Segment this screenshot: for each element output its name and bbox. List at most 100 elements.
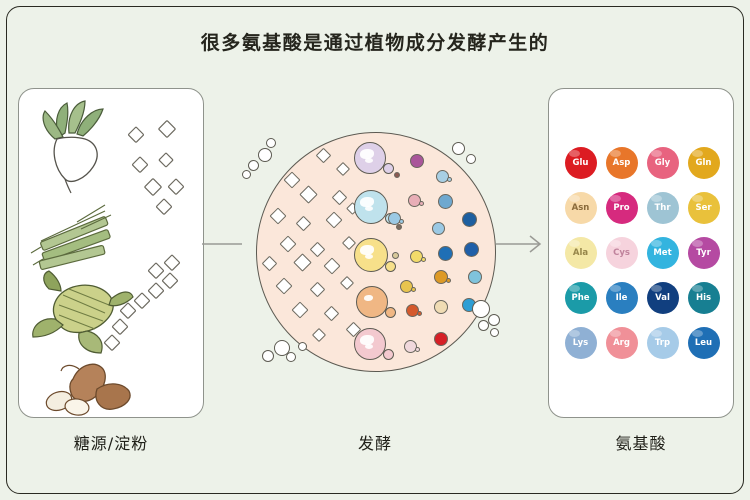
product-dot: [462, 212, 477, 227]
product-dot: [410, 250, 426, 263]
microbe-orange: [356, 286, 396, 318]
amino-acid-label: Val: [655, 292, 670, 303]
product-dot: [392, 252, 399, 259]
product-dot: [400, 280, 416, 293]
amino-acid-label: Cys: [613, 247, 630, 258]
amino-acid-leu: Leu: [687, 326, 720, 359]
microbe-bud: [385, 261, 396, 272]
amino-acid-ile: Ile: [605, 281, 638, 314]
product-dot: [408, 194, 424, 207]
amino-acid-lys: Lys: [564, 326, 597, 359]
amino-acid-phe: Phe: [564, 281, 597, 314]
microbe-yellow: [354, 238, 396, 272]
amino-acid-pro: Pro: [605, 191, 638, 224]
amino-acid-label: Phe: [571, 292, 590, 303]
amino-acid-label: Thr: [654, 202, 671, 213]
foam-bubble: [472, 300, 490, 318]
product-dot: [438, 194, 453, 209]
starch-chain-icon: [104, 254, 180, 351]
microbe-highlight: [365, 344, 373, 349]
amino-acid-label: Gln: [695, 157, 712, 168]
amino-acid-met: Met: [646, 236, 679, 269]
fermentation-illustration: [242, 128, 510, 376]
product-dot: [394, 172, 400, 178]
amino-acid-arg: Arg: [605, 326, 638, 359]
product-dot: [436, 170, 452, 183]
product-dot: [434, 300, 448, 314]
product-dot: [396, 224, 402, 230]
amino-acid-label: His: [695, 292, 712, 303]
cassava-icon: [45, 363, 131, 416]
product-dot: [438, 246, 453, 261]
product-dot: [388, 212, 404, 225]
amino-acid-label: Trp: [654, 337, 671, 348]
foam-bubble: [478, 320, 489, 331]
amino-acid-val: Val: [646, 281, 679, 314]
arrow-sources-to-fermentation: [202, 232, 246, 260]
foam-bubble: [262, 350, 274, 362]
product-dot: [410, 154, 424, 168]
amino-acid-asp: Asp: [605, 146, 638, 179]
foam-bubble: [258, 148, 272, 162]
amino-acid-thr: Thr: [646, 191, 679, 224]
amino-acid-label: Tyr: [696, 247, 711, 258]
amino-acid-his: His: [687, 281, 720, 314]
amino-acid-label: Ser: [695, 202, 712, 213]
foam-bubble: [452, 142, 465, 155]
foam-bubble: [242, 170, 251, 179]
product-dot: [468, 270, 482, 284]
sugar-beet-icon: [42, 100, 104, 194]
microbe-highlight: [365, 206, 373, 211]
amino-acid-label: Asn: [571, 202, 590, 213]
microbe-bud: [383, 163, 394, 174]
foam-bubble: [298, 342, 307, 351]
caption-sugar-starch: 糖源/淀粉: [73, 434, 149, 453]
amino-acid-label: Lys: [572, 337, 589, 348]
sugarcane-icon: [30, 204, 112, 271]
microbe-highlight: [360, 149, 374, 159]
microbe-pink: [354, 328, 394, 360]
amino-acid-glu: Glu: [564, 146, 597, 179]
arrow-fermentation-to-amino-acids: [496, 232, 546, 260]
foam-bubble: [248, 160, 259, 171]
amino-acid-tyr: Tyr: [687, 236, 720, 269]
amino-acid-label: Ala: [572, 247, 589, 258]
microbe-blue: [354, 190, 396, 224]
amino-acid-gln: Gln: [687, 146, 720, 179]
amino-acid-cys: Cys: [605, 236, 638, 269]
amino-acid-label: Gly: [654, 157, 671, 168]
amino-acid-label: Asp: [612, 157, 631, 168]
caption-amino-acids: 氨基酸: [615, 434, 667, 453]
microbe-bud: [383, 349, 394, 360]
microbe-highlight: [365, 158, 373, 163]
amino-acid-label: Pro: [613, 202, 630, 213]
amino-acid-label: Leu: [694, 337, 713, 348]
product-dot: [434, 270, 451, 284]
sugar-crystals-icon: [128, 120, 184, 215]
microbe-highlight: [360, 245, 374, 255]
product-dot: [406, 304, 422, 317]
amino-acid-trp: Trp: [646, 326, 679, 359]
foam-bubble: [274, 340, 290, 356]
amino-acid-label: Glu: [572, 157, 589, 168]
microbe-purple: [354, 142, 394, 174]
microbe-highlight: [360, 197, 374, 207]
foam-bubble: [466, 154, 476, 164]
product-dot: [432, 222, 445, 235]
microbe-highlight: [360, 335, 374, 345]
foam-bubble: [488, 314, 500, 326]
sugar-starch-panel: [18, 88, 204, 418]
page-title: 很多氨基酸是通过植物成分发酵产生的: [200, 32, 550, 54]
foam-bubble: [266, 138, 276, 148]
amino-acid-ala: Ala: [564, 236, 597, 269]
amino-acid-label: Arg: [613, 337, 630, 348]
product-dot: [404, 340, 420, 353]
amino-acid-ser: Ser: [687, 191, 720, 224]
microbe-highlight: [364, 295, 373, 301]
amino-acid-label: Met: [653, 247, 672, 258]
product-dot: [434, 332, 448, 346]
product-dot: [464, 242, 479, 257]
amino-acid-gly: Gly: [646, 146, 679, 179]
